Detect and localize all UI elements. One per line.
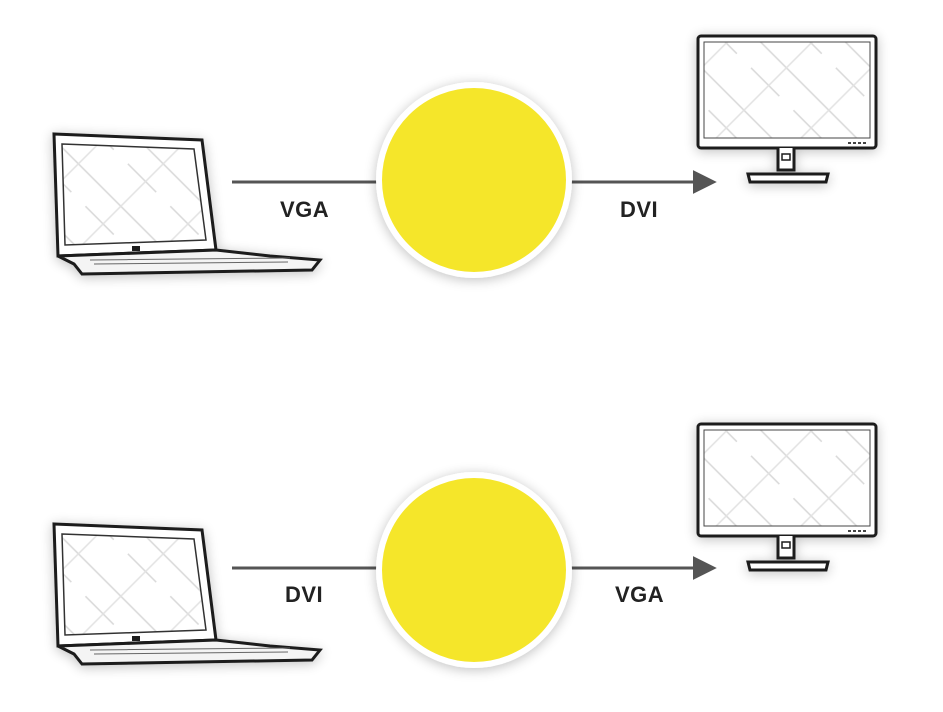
input-label: DVI bbox=[285, 582, 324, 607]
output-label: DVI bbox=[620, 197, 659, 222]
adapter-circle bbox=[376, 82, 572, 278]
diagram-vga-to-dvi: VGA DVI bbox=[0, 0, 943, 300]
laptop-icon bbox=[52, 522, 322, 666]
output-label: VGA bbox=[615, 582, 665, 607]
diagram-dvi-to-vga: DVI VGA bbox=[0, 390, 943, 690]
monitor-icon bbox=[696, 34, 878, 184]
monitor-icon bbox=[696, 422, 878, 572]
input-label: VGA bbox=[280, 197, 330, 222]
adapter-circle bbox=[376, 472, 572, 668]
